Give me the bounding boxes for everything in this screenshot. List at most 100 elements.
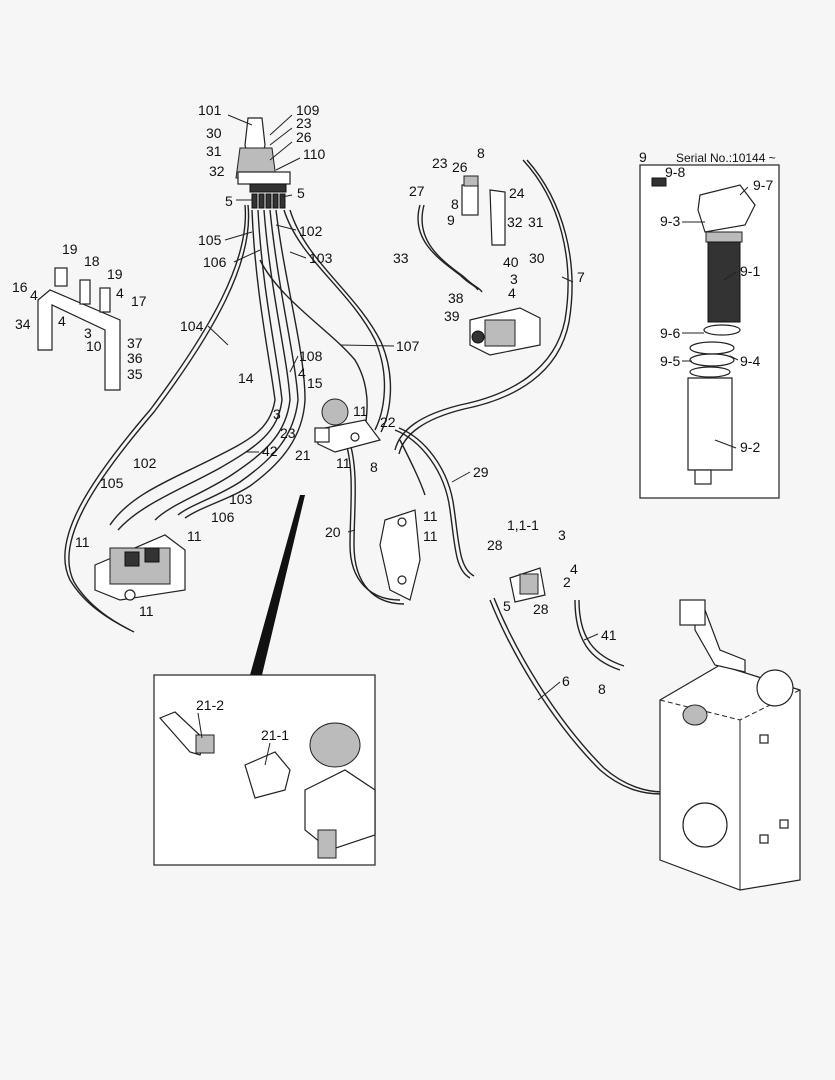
callout-labels: 101 109 23 26 30 31 32 110 5 5 105 102 1… (12, 102, 776, 743)
label-22: 22 (380, 414, 396, 430)
label-102: 102 (299, 223, 323, 239)
label-11: 11 (353, 403, 368, 419)
label-11: 11 (423, 528, 438, 544)
label-23: 23 (296, 115, 312, 131)
label-1-1-1: 1,1-1 (507, 517, 539, 533)
label-34: 34 (15, 316, 31, 332)
label-17: 17 (131, 293, 147, 309)
label-15: 15 (307, 375, 323, 391)
bracket-34 (37, 267, 121, 391)
label-26: 26 (296, 129, 312, 145)
label-5: 5 (503, 598, 511, 614)
label-9-1: 9-1 (740, 263, 760, 279)
label-9-7: 9-7 (753, 177, 773, 193)
label-23: 23 (280, 425, 296, 441)
label-8: 8 (451, 196, 459, 212)
label-104: 104 (180, 318, 204, 334)
label-18: 18 (84, 253, 100, 269)
label-32: 32 (507, 214, 523, 230)
label-39: 39 (444, 308, 460, 324)
label-102: 102 (133, 455, 157, 471)
inset-valve-detail (153, 674, 376, 866)
leader-lines (197, 114, 749, 766)
label-10: 10 (86, 338, 102, 354)
label-4: 4 (30, 287, 38, 303)
label-8: 8 (370, 459, 378, 475)
label-4: 4 (116, 285, 124, 301)
label-11: 11 (187, 528, 202, 544)
pump-1 (509, 567, 546, 603)
label-11: 11 (75, 534, 90, 550)
inset-group-label: 9 (639, 149, 647, 165)
label-106: 106 (211, 509, 235, 525)
hose-bundle (64, 159, 725, 795)
label-11: 11 (336, 455, 351, 471)
label-31: 31 (206, 143, 222, 159)
joystick-assembly (235, 117, 291, 209)
hose-104 (64, 204, 247, 631)
hydraulic-tank (659, 599, 801, 891)
label-3: 3 (273, 406, 281, 422)
label-3: 3 (84, 325, 92, 341)
label-37: 37 (127, 335, 143, 351)
label-21: 21 (295, 447, 311, 463)
label-9-8: 9-8 (665, 164, 685, 180)
label-8: 8 (598, 681, 606, 697)
label-6: 6 (562, 673, 570, 689)
pump-39 (469, 307, 541, 356)
label-103: 103 (229, 491, 253, 507)
label-110: 110 (303, 146, 326, 162)
label-103: 103 (309, 250, 333, 266)
label-11: 11 (423, 508, 438, 524)
label-35: 35 (127, 366, 143, 382)
label-9-5: 9-5 (660, 353, 680, 369)
label-28: 28 (533, 601, 549, 617)
label-107: 107 (396, 338, 420, 354)
label-3: 3 (558, 527, 566, 543)
label-32: 32 (209, 163, 225, 179)
label-106: 106 (203, 254, 227, 270)
label-27: 27 (409, 183, 425, 199)
label-4: 4 (58, 313, 66, 329)
label-4: 4 (298, 365, 306, 381)
label-38: 38 (448, 290, 464, 306)
label-101: 101 (198, 102, 222, 118)
control-valve (94, 534, 186, 601)
label-40: 40 (503, 254, 519, 270)
label-19: 19 (62, 241, 78, 257)
inset-pointer (250, 495, 305, 675)
label-21-1: 21-1 (261, 727, 289, 743)
label-23: 23 (432, 155, 448, 171)
accumulator-block (314, 398, 382, 453)
label-29: 29 (473, 464, 489, 480)
valve-block-middle (379, 509, 421, 601)
label-7: 7 (577, 269, 585, 285)
label-11: 11 (139, 603, 154, 619)
label-9-4: 9-4 (740, 353, 760, 369)
label-3: 3 (510, 271, 518, 287)
inset-filter-detail (639, 164, 780, 499)
label-16: 16 (12, 279, 28, 295)
label-9: 9 (447, 212, 455, 228)
label-5: 5 (225, 193, 233, 209)
label-42: 42 (262, 443, 278, 459)
label-108: 108 (299, 348, 323, 364)
label-9-2: 9-2 (740, 439, 760, 455)
label-26: 26 (452, 159, 468, 175)
serial-number: Serial No.:10144 ~ (676, 151, 776, 165)
label-20: 20 (325, 524, 341, 540)
label-14: 14 (238, 370, 254, 386)
label-9-6: 9-6 (660, 325, 680, 341)
label-4: 4 (508, 285, 516, 301)
label-36: 36 (127, 350, 143, 366)
label-41: 41 (601, 627, 617, 643)
label-5: 5 (297, 185, 305, 201)
label-19: 19 (107, 266, 123, 282)
label-9-3: 9-3 (660, 213, 680, 229)
label-2: 2 (563, 574, 571, 590)
filter-assembly (461, 175, 506, 246)
label-21-2: 21-2 (196, 697, 224, 713)
label-4: 4 (570, 561, 578, 577)
